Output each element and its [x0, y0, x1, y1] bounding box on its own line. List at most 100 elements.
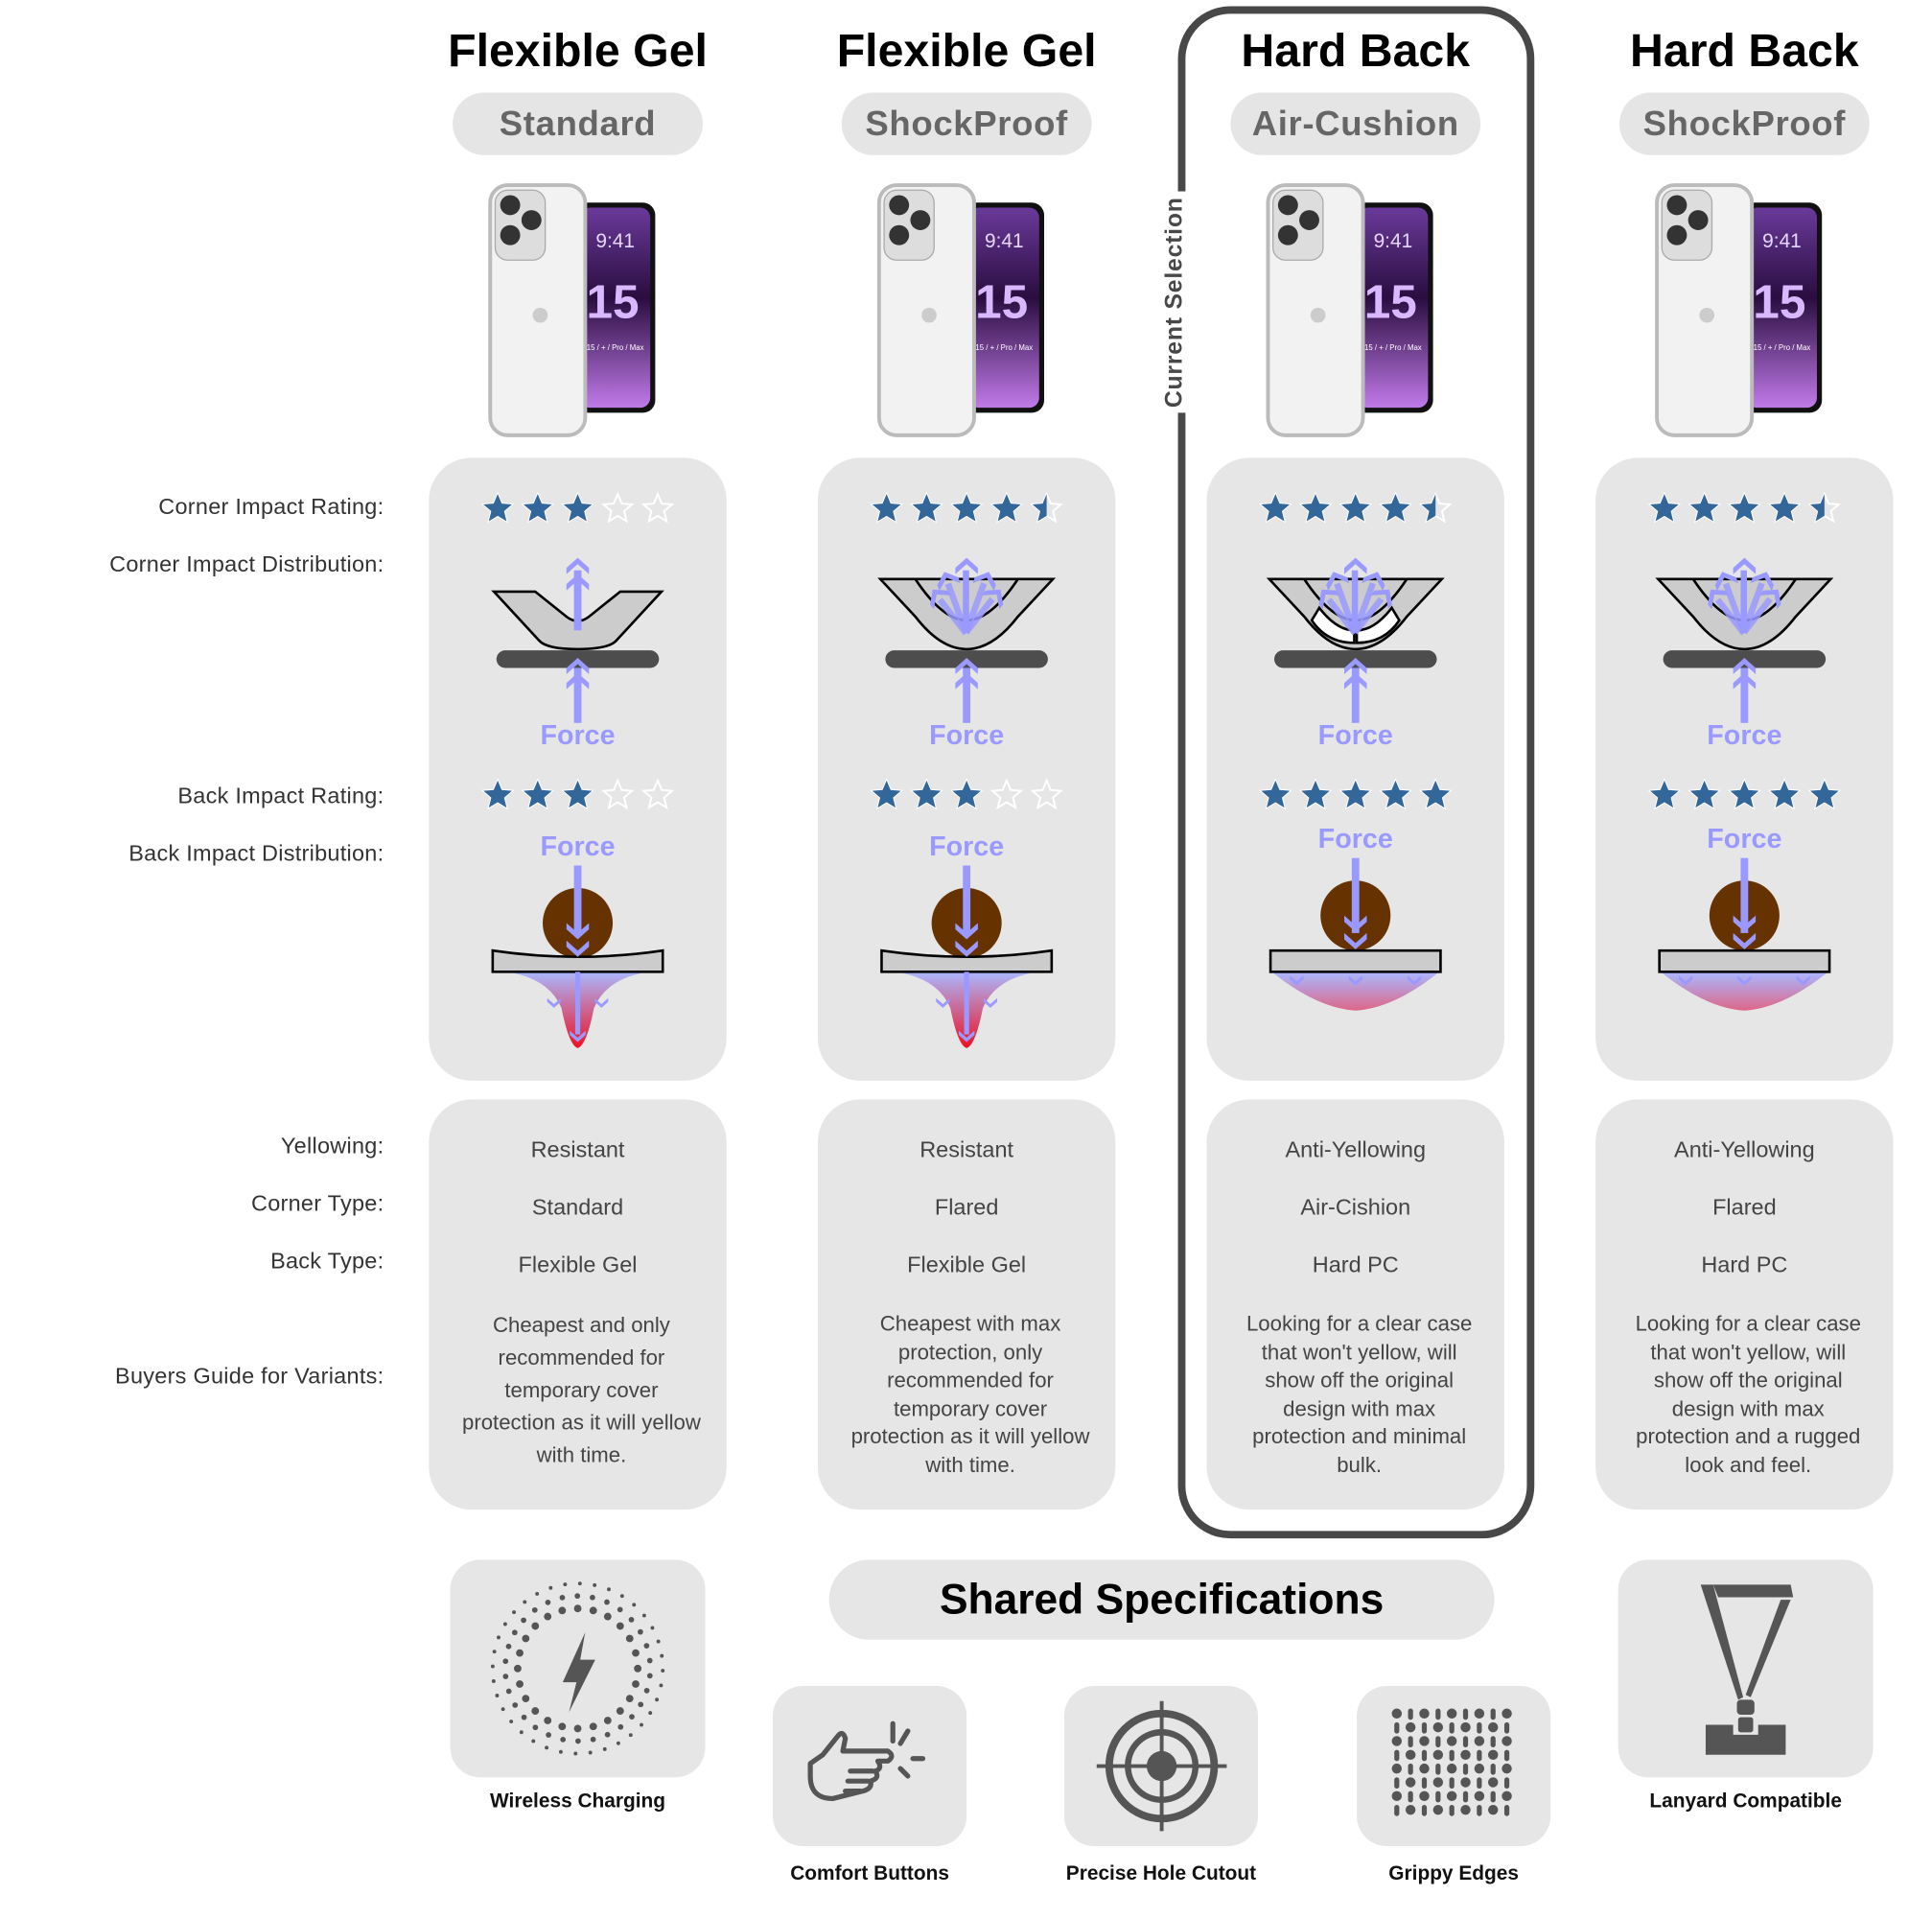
feature-comfort-buttons	[772, 1686, 967, 1846]
corner-impact-diagram	[491, 557, 664, 723]
buyers-guide-line: protection, only	[897, 1340, 1043, 1365]
variant-subtype-pill: Standard	[453, 92, 703, 155]
current-selection-label: Current Selection	[1161, 192, 1190, 413]
buyers-guide-line: Cheapest and only	[492, 1313, 670, 1338]
star-filled-icon	[1301, 780, 1330, 808]
force-label: Force	[540, 831, 615, 862]
feature-label: Lanyard Compatible	[1649, 1790, 1842, 1813]
back-impact-diagram	[880, 865, 1054, 1048]
star-empty-icon	[1030, 778, 1063, 810]
buyers-guide-line: temporary cover	[504, 1378, 659, 1403]
phone-screen-time: 9:41	[1374, 230, 1413, 252]
star-filled-icon	[992, 494, 1021, 522]
star-filled-icon	[1730, 494, 1759, 522]
star-empty-icon	[1767, 778, 1802, 810]
buyers-guide-line: with time.	[925, 1453, 1015, 1478]
phone-case-image: 9:41 15 15 / + / Pro / Max	[1255, 176, 1443, 444]
buyers-guide-line: recommended for	[887, 1369, 1054, 1392]
back-impact-diagram	[491, 865, 664, 1048]
phone-case-image: 9:41 15 15 / + / Pro / Max	[477, 176, 665, 444]
star-filled-icon	[483, 780, 512, 808]
star-filled-icon	[872, 780, 901, 808]
yellowing-value: Anti-Yellowing	[1674, 1136, 1815, 1162]
corner-impact-stars	[480, 491, 675, 524]
air-cushion	[1310, 605, 1356, 644]
back-type-value: Flexible Gel	[907, 1252, 1027, 1277]
buyers-guide-line: design with max	[1283, 1396, 1436, 1421]
corner-type-value: Flared	[1712, 1194, 1777, 1220]
star-empty-icon	[1030, 491, 1063, 524]
back-type-value: Flexible Gel	[518, 1252, 638, 1277]
back-impact-stars	[480, 778, 675, 810]
variant-title: Hard Back	[1241, 25, 1471, 77]
star-filled-icon	[1650, 780, 1679, 808]
back-impact-stars	[870, 778, 1063, 810]
feature-lanyard-compatible	[1618, 1559, 1874, 1778]
star-filled-icon	[1340, 780, 1370, 808]
corner-impact-stars	[1259, 491, 1453, 524]
buyers-guide-line: Looking for a clear case	[1245, 1312, 1473, 1336]
star-empty-icon	[521, 778, 555, 810]
star-filled-icon	[563, 494, 593, 522]
buyers-guide-line: protection and a rugged	[1636, 1424, 1861, 1449]
corner-type-value: Flared	[934, 1194, 999, 1220]
corner-impact-diagram	[1266, 557, 1445, 723]
star-half-icon	[1032, 494, 1047, 522]
star-empty-icon	[561, 778, 594, 810]
star-empty-icon	[600, 778, 635, 810]
star-filled-icon	[1730, 780, 1759, 808]
star-empty-icon	[640, 778, 675, 810]
phone-screen-caption: 15 / + / Pro / Max	[975, 343, 1033, 352]
feature-label: Comfort Buttons	[790, 1863, 949, 1885]
corner-impact-diagram	[1655, 557, 1834, 723]
star-filled-icon	[1340, 494, 1370, 522]
buyers-guide-line: temporary cover	[893, 1396, 1048, 1421]
phone-screen-time: 9:41	[985, 230, 1024, 252]
back-type-value: Hard PC	[1701, 1252, 1788, 1277]
feature-wireless-charging	[450, 1559, 706, 1778]
star-empty-icon	[1418, 491, 1453, 524]
case-back-plate	[1658, 948, 1831, 973]
variant-subtype-pill: ShockProof	[841, 92, 1092, 155]
variant-subtype-pill: ShockProof	[1618, 92, 1870, 155]
star-filled-icon	[1689, 494, 1719, 522]
force-label: Force	[1318, 720, 1393, 751]
phone-screen-model: 15	[975, 274, 1028, 328]
corner-impact-diagram	[877, 557, 1057, 723]
star-half-icon	[1421, 494, 1436, 522]
yellowing-value: Resistant	[530, 1136, 625, 1162]
specs-card	[1206, 1099, 1504, 1510]
feature-grippy-edges	[1357, 1686, 1551, 1846]
pointing-hand-icon	[807, 1720, 926, 1802]
back-impact-stars	[1647, 778, 1842, 810]
phone-screen-model: 15	[1364, 274, 1417, 328]
case-back-plate	[1269, 948, 1442, 973]
phone-screen-model: 15	[586, 274, 639, 328]
buyers-guide-line: bulk.	[1337, 1453, 1383, 1478]
yellowing-value: Anti-Yellowing	[1285, 1136, 1427, 1162]
label-back-impact-rating: Back Impact Rating:	[177, 783, 384, 808]
star-filled-icon	[1809, 780, 1839, 808]
star-empty-icon	[480, 778, 515, 810]
buyers-guide-line: look and feel.	[1685, 1453, 1812, 1478]
corner-type-value: Air-Cishion	[1300, 1194, 1411, 1220]
star-filled-icon	[1650, 494, 1679, 522]
back-impact-diagram	[1269, 857, 1442, 1011]
target-icon	[1096, 1700, 1227, 1832]
phone-case-image: 9:41 15 15 / + / Pro / Max	[1644, 176, 1832, 444]
phone-screen-time: 9:41	[1762, 230, 1802, 252]
phone-screen-caption: 15 / + / Pro / Max	[587, 343, 644, 352]
star-filled-icon	[1381, 494, 1410, 522]
buyers-guide-line: with time.	[536, 1443, 627, 1467]
star-empty-icon	[600, 491, 635, 524]
